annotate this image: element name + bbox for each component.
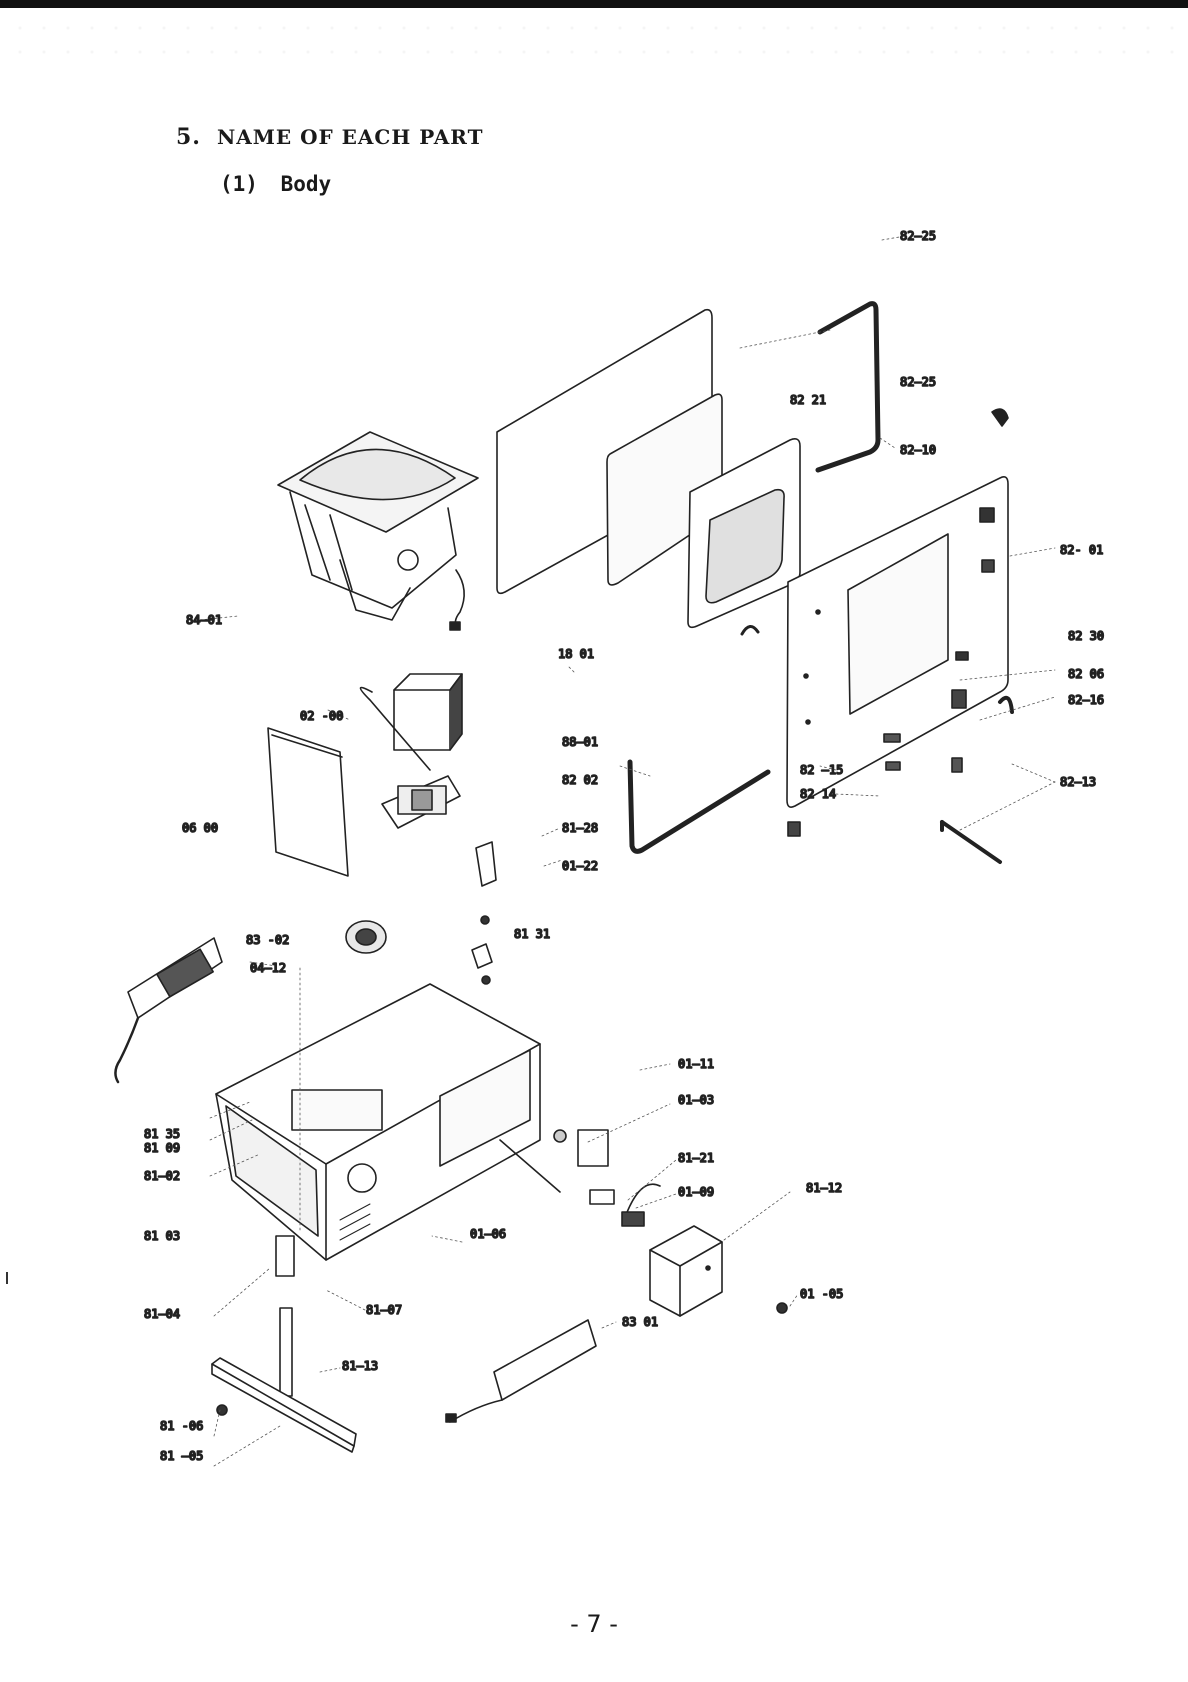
callout-82-13: 82—13 <box>1060 775 1096 789</box>
callout-84-01: 84—01 <box>186 613 222 627</box>
bracket-part <box>884 734 900 742</box>
callout-81-07: 81—07 <box>366 1303 402 1317</box>
cabinet-base-part <box>216 984 560 1276</box>
callout-81-03: 81 03 <box>144 1229 180 1243</box>
callout-82-16: 82—16 <box>1068 693 1104 707</box>
margin-mark <box>6 1272 8 1284</box>
callout-82-25b: 82—25 <box>900 375 936 389</box>
callout-01-06: 01—06 <box>470 1227 506 1241</box>
callout-81-28: 81—28 <box>562 821 598 835</box>
callout-82-02: 82 02 <box>562 773 598 787</box>
l-trim-strip-part <box>630 762 768 851</box>
crt-monitor-part <box>278 432 478 630</box>
control-panel-part <box>115 938 222 1082</box>
latch-part <box>952 690 966 708</box>
callout-04-12: 04—12 <box>250 961 286 975</box>
callout-81-02: 81—02 <box>144 1169 180 1183</box>
callout-01-09: 01—09 <box>678 1185 714 1199</box>
callout-81-06: 81 -06 <box>160 1419 203 1433</box>
callout-06-00: 06 00 <box>182 821 218 835</box>
rod-part <box>942 822 1000 862</box>
callout-83-01: 83 01 <box>622 1315 658 1329</box>
callout-01-03: 01—03 <box>678 1093 714 1107</box>
callout-83-02: 83 -02 <box>246 933 289 947</box>
speaker-part <box>346 921 386 953</box>
front-door-panel <box>787 477 1008 807</box>
bracket-part-2 <box>886 762 900 770</box>
front-panel-bar-part <box>446 1320 596 1422</box>
callout-81-35: 81 35 <box>144 1127 180 1141</box>
callout-82-01: 82- 01 <box>1060 543 1103 557</box>
callout-82-25: 82—25 <box>900 229 936 243</box>
callout-81-13: 81—13 <box>342 1359 378 1373</box>
callout-81-21: 81—21 <box>678 1151 714 1165</box>
callout-82-30: 82 30 <box>1068 629 1104 643</box>
callout-81-31: 81 31 <box>514 927 550 941</box>
callout-01-05: 01 -05 <box>800 1287 843 1301</box>
callout-81-05: 81 —05 <box>160 1449 203 1463</box>
callout-18-01: 18 01 <box>558 647 594 661</box>
coin-door-bracket-part <box>472 842 496 984</box>
callout-82-14: 82 14 <box>800 787 836 801</box>
callout-81-09: 81 09 <box>144 1141 180 1155</box>
transformer-part <box>360 674 462 828</box>
stand-leg-part <box>212 1308 356 1452</box>
callout-82-10: 82—10 <box>900 443 936 457</box>
hook-part <box>742 626 758 634</box>
page-number: - 7 - <box>0 1610 1188 1638</box>
callout-01-11: 01—11 <box>678 1057 714 1071</box>
stop-part <box>788 822 800 836</box>
callout-02-00: 02 -00 <box>300 709 343 723</box>
key-part <box>777 1303 787 1313</box>
cash-box-part <box>650 1226 722 1316</box>
lock-part <box>952 758 962 772</box>
callout-81-12: 81—12 <box>806 1181 842 1195</box>
callout-88-01: 88—01 <box>562 735 598 749</box>
callout-82-21: 82 21 <box>790 393 826 407</box>
pcb-board-part <box>268 728 348 876</box>
callout-81-04: 81—04 <box>144 1307 180 1321</box>
callout-82-15: 82 —15 <box>800 763 843 777</box>
callout-82-06: 82 06 <box>1068 667 1104 681</box>
callout-01-22: 01—22 <box>562 859 598 873</box>
coin-mechanism-part <box>554 1130 660 1226</box>
hinge-part <box>1000 698 1012 712</box>
trim-strip-part <box>818 304 878 470</box>
clip-part <box>992 409 1008 426</box>
